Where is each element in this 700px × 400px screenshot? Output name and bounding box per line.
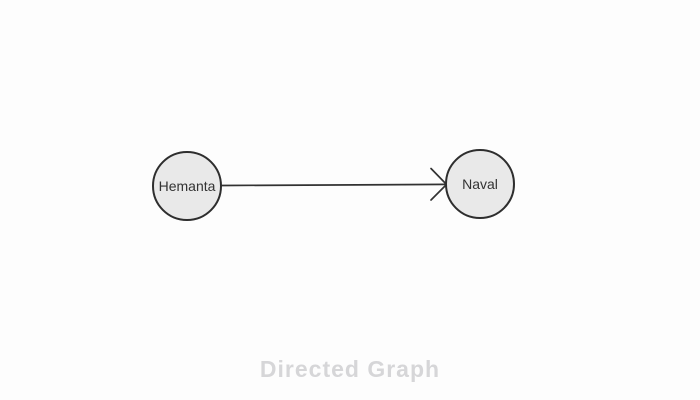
node-naval-label: Naval	[462, 176, 498, 192]
edge-line	[220, 183, 448, 187]
node-hemanta-label: Hemanta	[159, 178, 216, 194]
graph-title: Directed Graph	[260, 356, 440, 382]
node-hemanta[interactable]: Hemanta	[152, 151, 222, 221]
node-naval[interactable]: Naval	[445, 149, 515, 219]
edge-hemanta-to-naval[interactable]	[220, 167, 451, 201]
node-naval-circle	[445, 149, 515, 219]
node-hemanta-circle	[152, 151, 222, 221]
